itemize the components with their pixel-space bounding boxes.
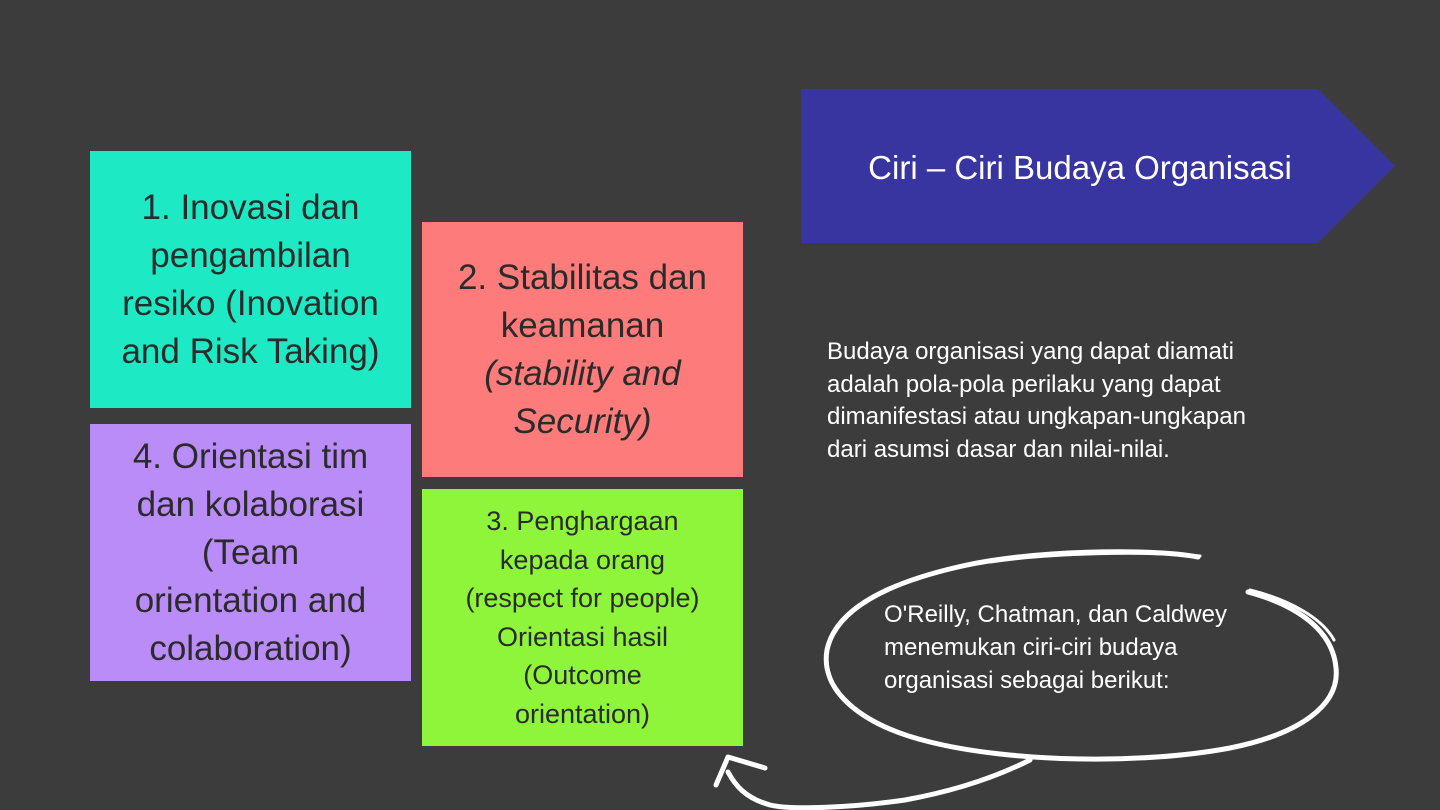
banner-title: Ciri – Ciri Budaya Organisasi bbox=[868, 149, 1292, 186]
box-respect-outcome-text: 3. Penghargaan kepada orang (respect for… bbox=[461, 502, 703, 733]
box-line: (Outcome bbox=[523, 660, 642, 690]
box-line: (respect for people) bbox=[465, 583, 700, 613]
description-line: Budaya organisasi yang dapat diamati bbox=[827, 338, 1234, 365]
box-line: (Team bbox=[201, 532, 300, 572]
box-line: and Risk Taking) bbox=[121, 331, 380, 371]
box-line: orientation and bbox=[134, 580, 367, 620]
description-line: adalah pola-pola perilaku yang dapat bbox=[827, 370, 1221, 398]
box-line-italic: (stability and bbox=[484, 353, 681, 393]
box-team-orientation: 4. Orientasi tim dan kolaborasi (Team or… bbox=[90, 424, 411, 681]
box-line: 4. Orientasi tim bbox=[132, 436, 369, 476]
box-line: Orientasi hasil bbox=[496, 621, 669, 652]
box-line: dan kolaborasi bbox=[136, 484, 365, 524]
description-line: dimanifestasi atau ungkapan-ungkapan bbox=[827, 403, 1246, 430]
description-line: dari asumsi dasar dan nilai-nilai. bbox=[827, 435, 1170, 463]
callout-line: organisasi sebagai berikut: bbox=[884, 667, 1170, 694]
box-stability-security: 2. Stabilitas dan keamanan (stability an… bbox=[422, 222, 743, 477]
box-line-italic: Security) bbox=[513, 401, 652, 441]
box-line: keamanan bbox=[500, 305, 665, 345]
box-line: kepada orang bbox=[499, 544, 666, 575]
callout-text: O'Reilly, Chatman, dan Caldwey menemukan… bbox=[884, 598, 1324, 697]
box-line: 3. Penghargaan bbox=[486, 506, 679, 536]
box-line: pengambilan bbox=[150, 235, 351, 275]
box-innovation-risk: 1. Inovasi dan pengambilan resiko (Inova… bbox=[90, 151, 411, 408]
box-line: resiko (Inovation bbox=[122, 283, 379, 323]
box-line: orientation) bbox=[514, 698, 651, 729]
box-innovation-risk-text: 1. Inovasi dan pengambilan resiko (Inova… bbox=[117, 184, 383, 376]
box-team-orientation-text: 4. Orientasi tim dan kolaborasi (Team or… bbox=[129, 433, 372, 673]
box-respect-outcome: 3. Penghargaan kepada orang (respect for… bbox=[422, 489, 743, 746]
description-paragraph: Budaya organisasi yang dapat diamati ada… bbox=[827, 336, 1347, 466]
callout-line: menemukan ciri-ciri budaya bbox=[884, 634, 1178, 661]
box-line: 1. Inovasi dan bbox=[141, 187, 360, 227]
box-line: colaboration) bbox=[149, 628, 352, 668]
box-line: 2. Stabilitas dan bbox=[457, 257, 708, 297]
callout-line: O'Reilly, Chatman, dan Caldwey bbox=[884, 601, 1227, 628]
box-stability-security-text: 2. Stabilitas dan keamanan (stability an… bbox=[454, 254, 711, 446]
